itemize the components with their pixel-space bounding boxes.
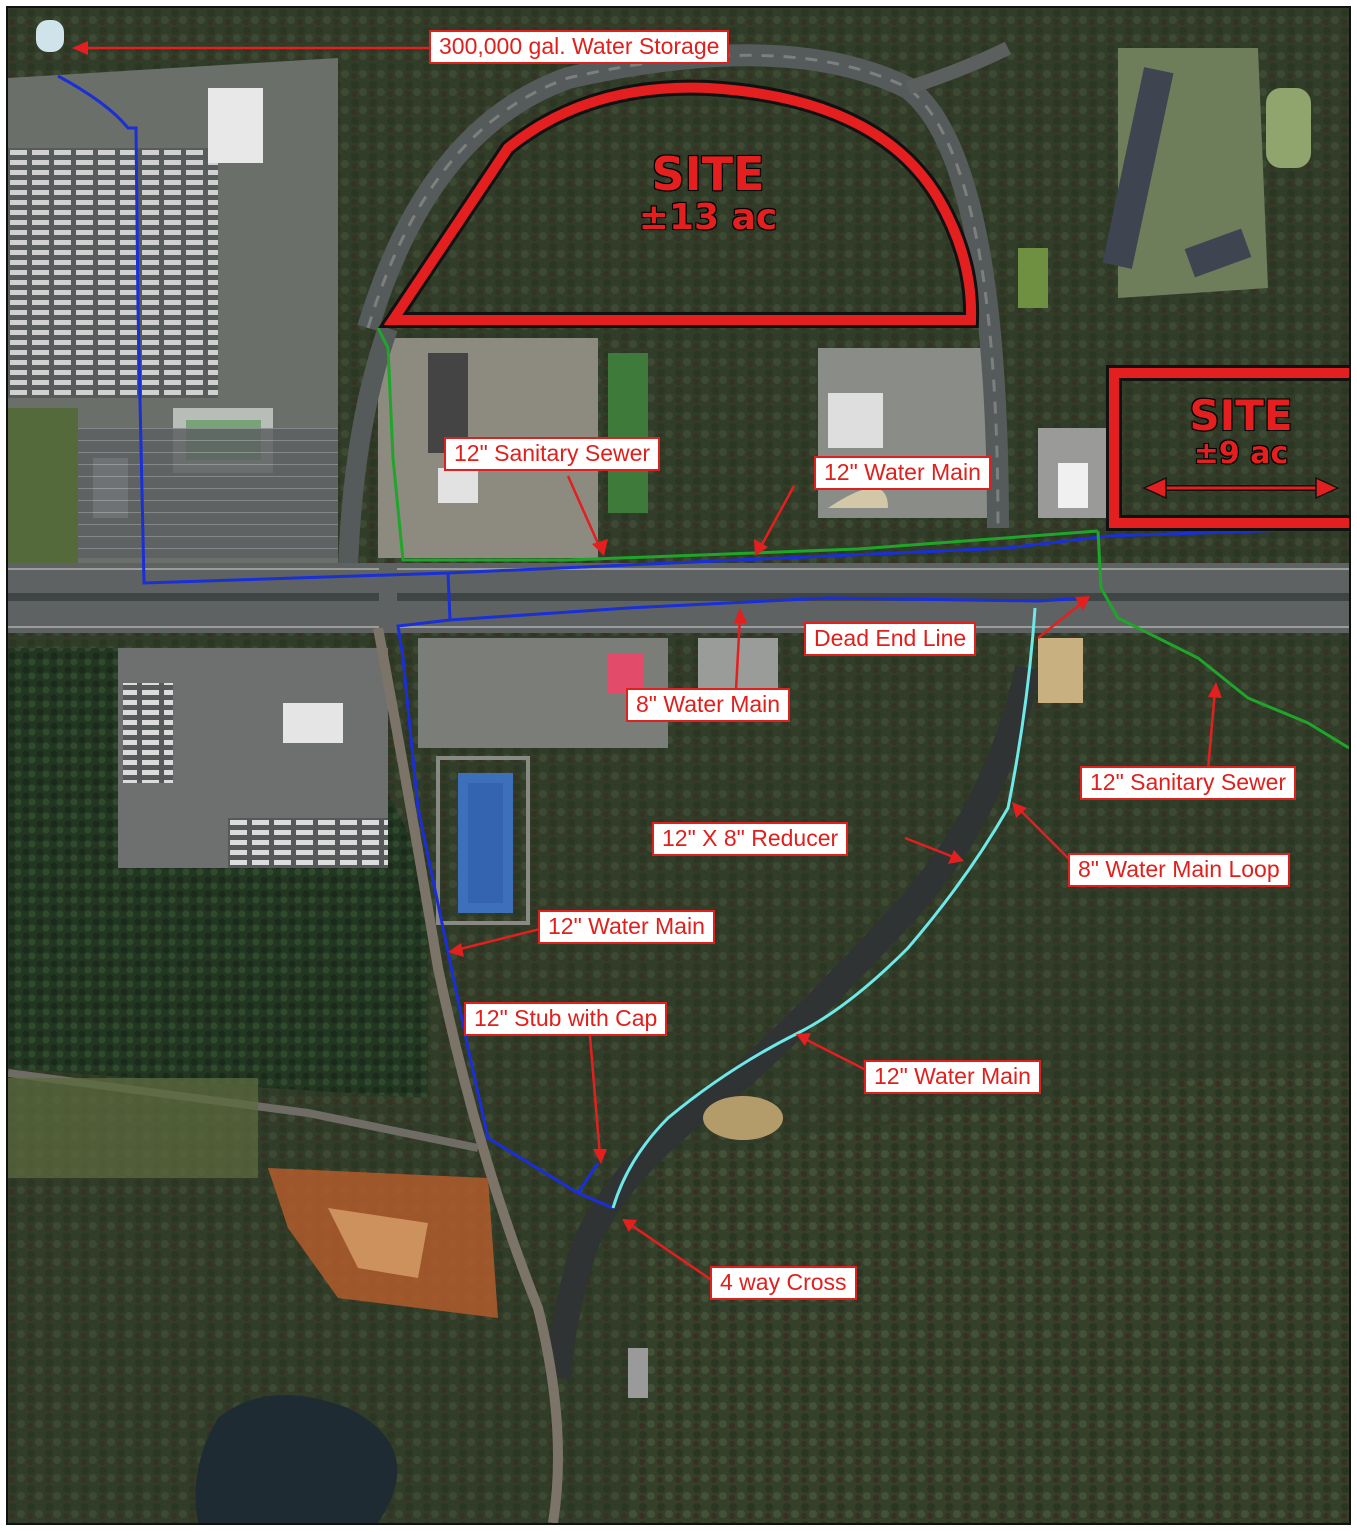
sediment-pond-south <box>703 1096 783 1140</box>
lake <box>195 1395 398 1523</box>
callout-water-storage: 300,000 gal. Water Storage <box>429 30 730 64</box>
commercial-building-north <box>828 393 883 448</box>
truck-parking <box>8 148 218 398</box>
site-9ac-area: ±9 ac <box>1193 436 1289 471</box>
site-13ac-title: SITE <box>651 147 765 201</box>
callout-sanitary-sewer-north: 12" Sanitary Sewer <box>444 437 661 471</box>
water-main-8in-line <box>449 596 1089 622</box>
pond-ne <box>1266 88 1311 168</box>
water-main-north-line <box>57 74 1349 585</box>
sewer-east-line <box>1096 530 1349 750</box>
sewer-north-line <box>376 327 1099 562</box>
water-main-south-line <box>396 572 614 1210</box>
water-tower <box>36 20 64 52</box>
stub-line <box>576 1162 600 1194</box>
callout-water-main-north: 12" Water Main <box>814 456 991 490</box>
map-graphics <box>8 8 1349 1523</box>
callout-four-way-cross: 4 way Cross <box>710 1266 857 1300</box>
callout-water-main-west: 12" Water Main <box>538 910 715 944</box>
site-13ac-area: ±13 ac <box>638 197 778 238</box>
aerial-map: SITE ±13 ac SITE ±9 ac 300,000 gal. Wate… <box>6 6 1351 1525</box>
loop-road <box>545 665 1041 1379</box>
water-loop-line <box>611 607 1037 1209</box>
callout-water-main-8: 8" Water Main <box>626 688 791 722</box>
site-9ac-label: SITE ±9 ac <box>1146 394 1336 470</box>
site-13ac-label: SITE ±13 ac <box>608 150 808 238</box>
site-9ac-title: SITE <box>1189 391 1293 440</box>
parking-lot-nw <box>68 428 338 558</box>
truck-stop-building <box>283 703 343 743</box>
sediment-pond-east <box>1038 638 1083 703</box>
callout-stub-with-cap: 12" Stub with Cap <box>464 1002 668 1036</box>
callout-dead-end-line: Dead End Line <box>804 622 977 656</box>
site-9ac-width-arrow <box>1142 476 1340 500</box>
arrow-heads <box>72 41 1222 1232</box>
pine-forest-se <box>628 1058 1349 1523</box>
gas-station-north <box>438 468 478 503</box>
callout-water-main-loop: 8" Water Main Loop <box>1068 853 1290 887</box>
leader-arrows <box>80 46 1217 1285</box>
callout-water-main-south: 12" Water Main <box>864 1060 1041 1094</box>
local-road <box>373 627 563 1523</box>
warehouse-building <box>208 88 263 163</box>
callout-reducer: 12" X 8" Reducer <box>652 822 849 856</box>
callout-sanitary-sewer-east: 12" Sanitary Sewer <box>1080 766 1297 800</box>
